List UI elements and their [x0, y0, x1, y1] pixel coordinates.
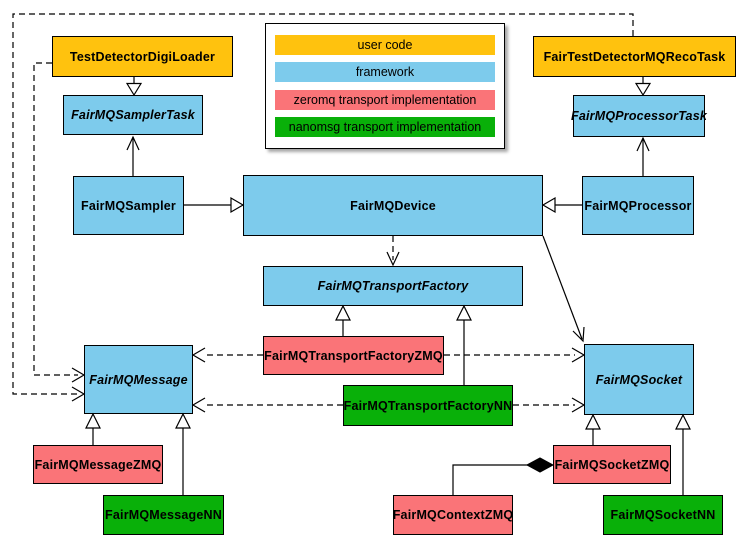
node-fairtestdetectormqrecotask: FairTestDetectorMQRecoTask	[533, 36, 736, 77]
node-fairmqtransportfactoryzmq: FairMQTransportFactoryZMQ	[263, 336, 444, 375]
edge-factoryzmq-message	[191, 347, 263, 363]
node-fairmqsampler: FairMQSampler	[73, 176, 184, 235]
node-fairmqsocketzmq: FairMQSocketZMQ	[553, 445, 671, 484]
node-fairmqprocessor: FairMQProcessor	[582, 176, 694, 235]
node-fairmqmessagezmq: FairMQMessageZMQ	[33, 445, 163, 484]
edge-factoryzmq-factory	[335, 304, 351, 336]
edge-device-socket	[542, 235, 585, 343]
edge-factorynn-socket	[513, 397, 586, 413]
edge-messagenn-message	[175, 412, 191, 495]
edge-factorynn-factory	[456, 304, 472, 385]
legend-item-framework: framework	[275, 62, 495, 83]
node-fairmqtransportfactorynn: FairMQTransportFactoryNN	[343, 385, 513, 426]
edge-digiloader-samplertask	[125, 77, 143, 97]
edge-messagezmq-message	[85, 412, 101, 445]
edge-sampler-samplertask	[126, 135, 140, 176]
node-fairmqcontextzmq: FairMQContextZMQ	[393, 495, 513, 535]
legend-item-zeromq: zeromq transport implementation	[275, 89, 495, 110]
edge-factoryzmq-socket	[444, 347, 586, 363]
edge-sampler-device	[184, 196, 245, 214]
node-fairmqprocessortask: FairMQProcessorTask	[571, 95, 707, 137]
node-fairmqtransportfactory: FairMQTransportFactory	[263, 266, 523, 306]
edge-processor-device	[541, 196, 582, 214]
edge-recotask-processortask	[634, 77, 652, 97]
node-fairmqsamplertask: FairMQSamplerTask	[63, 95, 203, 135]
edge-socketzmq-socket	[585, 413, 601, 445]
legend-item-nanomsg: nanomsg transport implementation	[275, 116, 495, 137]
edge-factorynn-message	[191, 397, 343, 413]
edge-processor-processortask	[636, 136, 650, 176]
node-fairmqmessage: FairMQMessage	[84, 345, 193, 414]
edge-socketnn-socket	[675, 413, 691, 495]
legend: user code framework zeromq transport imp…	[265, 23, 505, 149]
node-fairmqsocket: FairMQSocket	[584, 344, 694, 415]
node-fairmqsocketnn: FairMQSocketNN	[603, 495, 723, 535]
node-fairmqdevice: FairMQDevice	[243, 175, 543, 236]
node-testdetectordigiloader: TestDetectorDigiLoader	[52, 36, 233, 77]
edge-contextzmq-socketzmq	[452, 457, 555, 495]
node-fairmqmessagenn: FairMQMessageNN	[103, 495, 224, 535]
legend-item-user-code: user code	[275, 35, 495, 55]
edge-device-transportfactory	[386, 236, 400, 267]
